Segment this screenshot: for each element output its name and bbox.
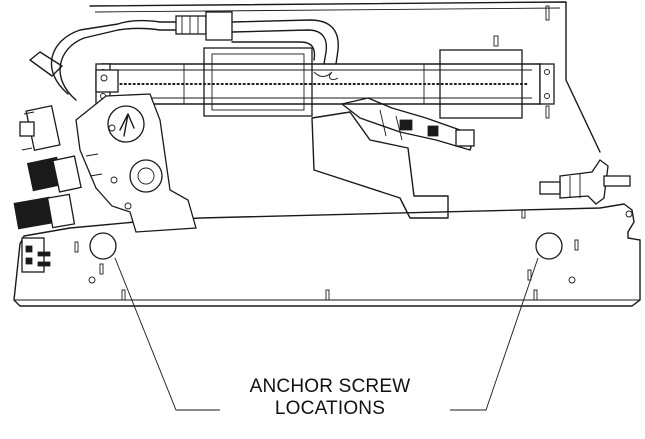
inlet-fitting-upper [26, 155, 82, 193]
burner-bracket-right [539, 63, 555, 105]
leader-line-left [114, 257, 220, 411]
anchor-screw-callout: ANCHOR SCREW LOCATIONS [200, 376, 460, 420]
gas-tube [29, 19, 191, 101]
anchor-hole-right [535, 232, 563, 260]
plate-holes [74, 209, 633, 301]
callout-line-2: LOCATIONS [274, 398, 386, 419]
inlet-fitting-lower [13, 193, 76, 230]
anchor-hole-left [89, 232, 117, 260]
pilot-tube [231, 19, 339, 65]
burner-tube [101, 63, 541, 105]
back-panel [89, 1, 601, 153]
gas-valve [75, 69, 197, 233]
igniter-assembly [539, 159, 631, 205]
pilot-bracket [311, 97, 475, 219]
tube-fitting [175, 11, 233, 41]
valve-connectors [19, 104, 61, 152]
callout-line-1: ANCHOR SCREW [249, 376, 411, 397]
terminal-block [21, 237, 51, 273]
leader-line-right [450, 257, 539, 411]
